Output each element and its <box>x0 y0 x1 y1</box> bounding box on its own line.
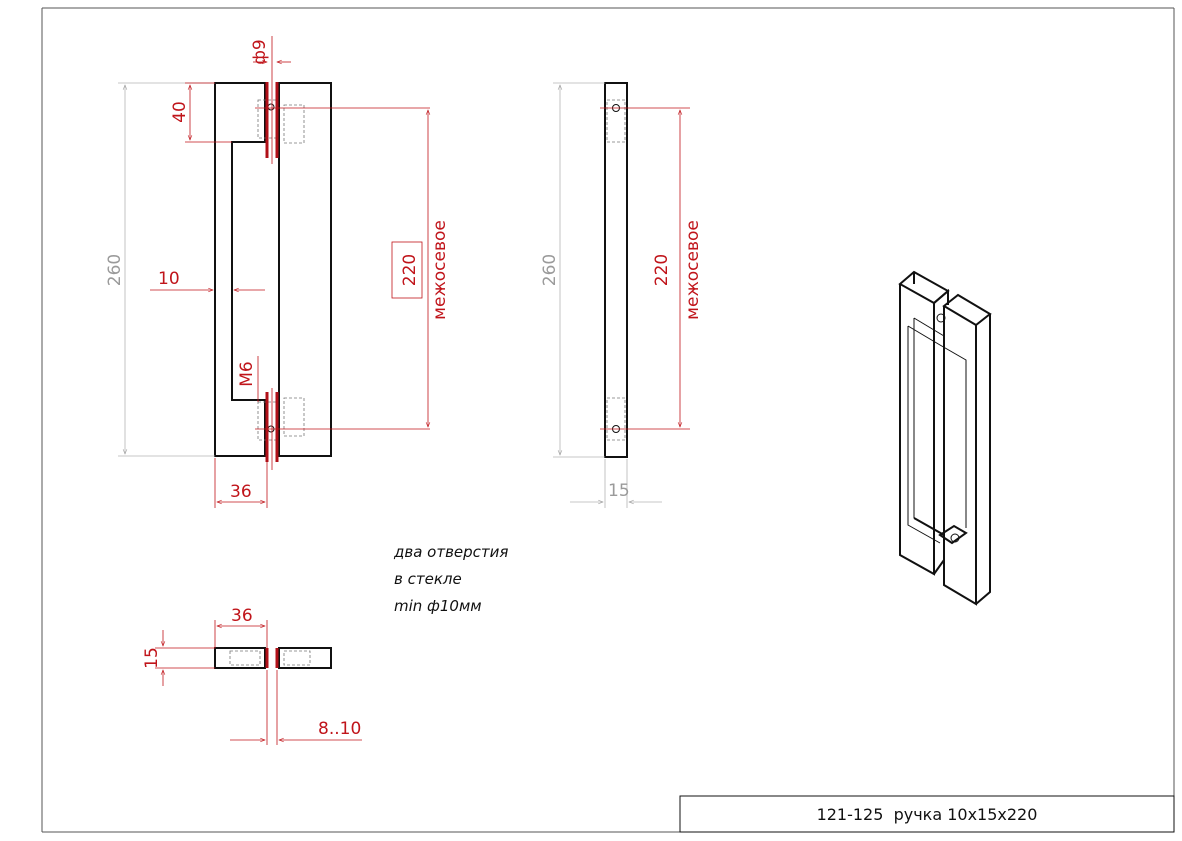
note-line-3: min ф10мм <box>394 597 482 615</box>
side-view-bar <box>604 82 628 458</box>
front-view <box>214 36 430 470</box>
front-view-left-bracket <box>214 82 266 457</box>
front-width-label: 36 <box>230 482 252 502</box>
hole-diameter-label: ф9 <box>250 39 270 64</box>
top-width-label: 36 <box>231 606 253 626</box>
note-line-2: в стекле <box>394 570 462 588</box>
title-block: 121-125 ручка 10x15x220 <box>679 795 1175 833</box>
center-distance-label: 220 <box>400 254 420 286</box>
front-height-label: 260 <box>105 254 125 286</box>
front-dim-220: 220 межосевое <box>391 109 450 428</box>
side-dim-260: 260 <box>540 82 605 458</box>
side-view <box>600 82 690 458</box>
glass-hole-note: два отверстия в стекле min ф10мм <box>393 543 508 615</box>
side-dim-220: 220 межосевое <box>652 109 703 428</box>
top-view <box>214 647 332 669</box>
top-dim-15: 15 <box>142 630 215 686</box>
side-height-label: 260 <box>540 254 560 286</box>
side-center-distance-word: межосевое <box>683 220 703 320</box>
front-view-right-plate <box>278 82 332 457</box>
center-distance-word: межосевое <box>430 220 450 320</box>
thread-label: M6 <box>237 361 257 386</box>
side-dim-15: 15 <box>570 459 662 508</box>
front-dim-10: 10 <box>150 269 265 293</box>
top-depth-label: 15 <box>142 647 162 669</box>
top-dim-glass: 8..10 <box>230 670 362 745</box>
standoff-label: 40 <box>170 101 190 123</box>
drawing-frame <box>41 7 1175 833</box>
bar-thickness-label: 10 <box>158 269 180 289</box>
front-dim-36: 36 <box>214 458 268 508</box>
glass-thickness-label: 8..10 <box>318 719 361 739</box>
front-dim-m6: M6 <box>237 356 259 402</box>
note-line-1: два отверстия <box>393 543 508 561</box>
side-center-distance-label: 220 <box>652 254 672 286</box>
top-dim-36: 36 <box>214 606 268 648</box>
isometric-view <box>898 270 992 606</box>
front-dim-40: 40 <box>170 82 232 143</box>
top-view-left <box>214 647 266 669</box>
front-dim-hole: ф9 <box>250 39 291 65</box>
side-depth-label: 15 <box>608 481 630 501</box>
drawing-title: 121-125 ручка 10x15x220 <box>817 805 1038 824</box>
top-view-right <box>278 647 332 669</box>
